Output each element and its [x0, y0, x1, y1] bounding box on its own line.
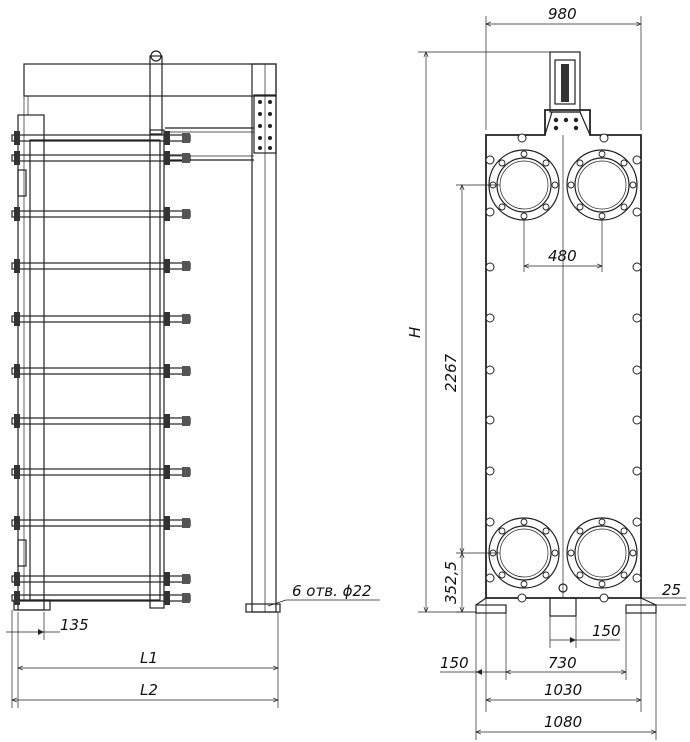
holes-note: 6 отв. ϕ22 — [292, 582, 372, 600]
dim-25-label: 25 — [662, 581, 681, 599]
plate-pack — [29, 139, 161, 601]
pressure-plate — [149, 129, 165, 609]
port-bottom-right — [566, 517, 638, 589]
dim-150-left-label: 150 — [440, 654, 469, 672]
foot-left — [475, 604, 507, 614]
dim-L1-label: L1 — [140, 649, 158, 667]
fixed-frame-plate — [17, 114, 45, 611]
dim-2267-label: 2267 — [442, 353, 460, 392]
dim-352-label: 352,5 — [442, 561, 460, 604]
plate-hanger — [149, 55, 163, 135]
dim-150-right-label: 150 — [592, 622, 621, 640]
dim-135-label: 135 — [60, 616, 89, 634]
frame-plate-outline — [485, 109, 642, 599]
column-bracket — [253, 94, 277, 154]
center-support — [549, 597, 577, 617]
dim-L2-label: L2 — [140, 681, 158, 699]
dim-1030-label: 1030 — [544, 681, 582, 699]
tie-bolts — [11, 131, 191, 605]
side-view: 135 L1 L2 6 отв. ϕ22 — [6, 50, 380, 708]
front-view: 980 H 2267 352,5 480 25 150 73 — [406, 5, 686, 740]
dim-1080-label: 1080 — [544, 713, 582, 731]
port-top-right — [566, 149, 638, 221]
rear-column — [251, 63, 277, 613]
rear-foot — [245, 603, 281, 613]
dim-480-label: 480 — [548, 247, 577, 265]
edge-bolts — [485, 133, 642, 603]
dim-H-label: H — [406, 327, 424, 338]
dim-730-label: 730 — [548, 654, 577, 672]
dim-980-label: 980 — [548, 5, 577, 23]
